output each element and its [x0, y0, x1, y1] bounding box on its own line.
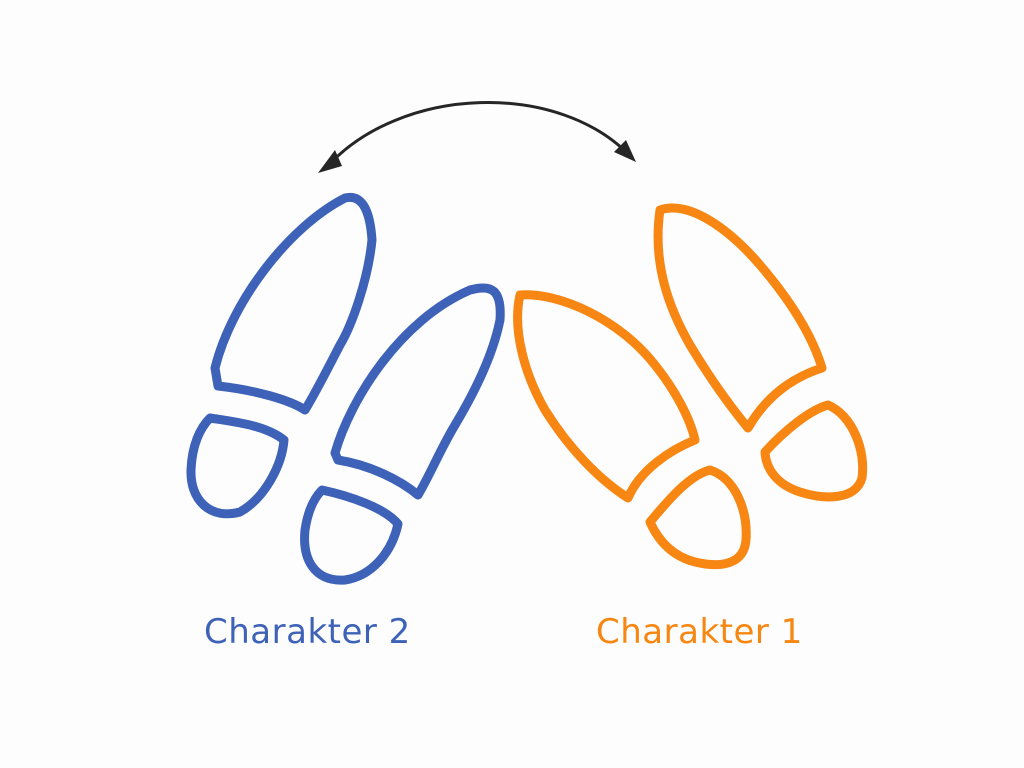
- shoe-heel: [186, 413, 289, 519]
- shoe-heel: [760, 400, 868, 502]
- shoe-sole: [513, 290, 700, 503]
- footprints-character-2: [186, 192, 505, 585]
- shoe-sole: [210, 192, 377, 415]
- arrowhead-right: [614, 140, 636, 162]
- shoe-right: [300, 283, 505, 585]
- label-character-2: Charakter 2: [204, 612, 411, 652]
- shoe-right: [653, 203, 868, 502]
- footprints-character-1: [513, 203, 868, 570]
- label-character-1: Charakter 1: [596, 612, 803, 652]
- shoe-left: [186, 192, 377, 519]
- shoe-sole: [653, 203, 827, 433]
- shoe-heel: [645, 465, 751, 570]
- arrow-curve: [324, 101, 634, 170]
- double-arrow-icon: [318, 101, 636, 173]
- shoe-heel: [300, 485, 403, 585]
- shoe-sole: [330, 283, 505, 500]
- shoe-left: [513, 290, 751, 570]
- arrowhead-left: [318, 150, 342, 173]
